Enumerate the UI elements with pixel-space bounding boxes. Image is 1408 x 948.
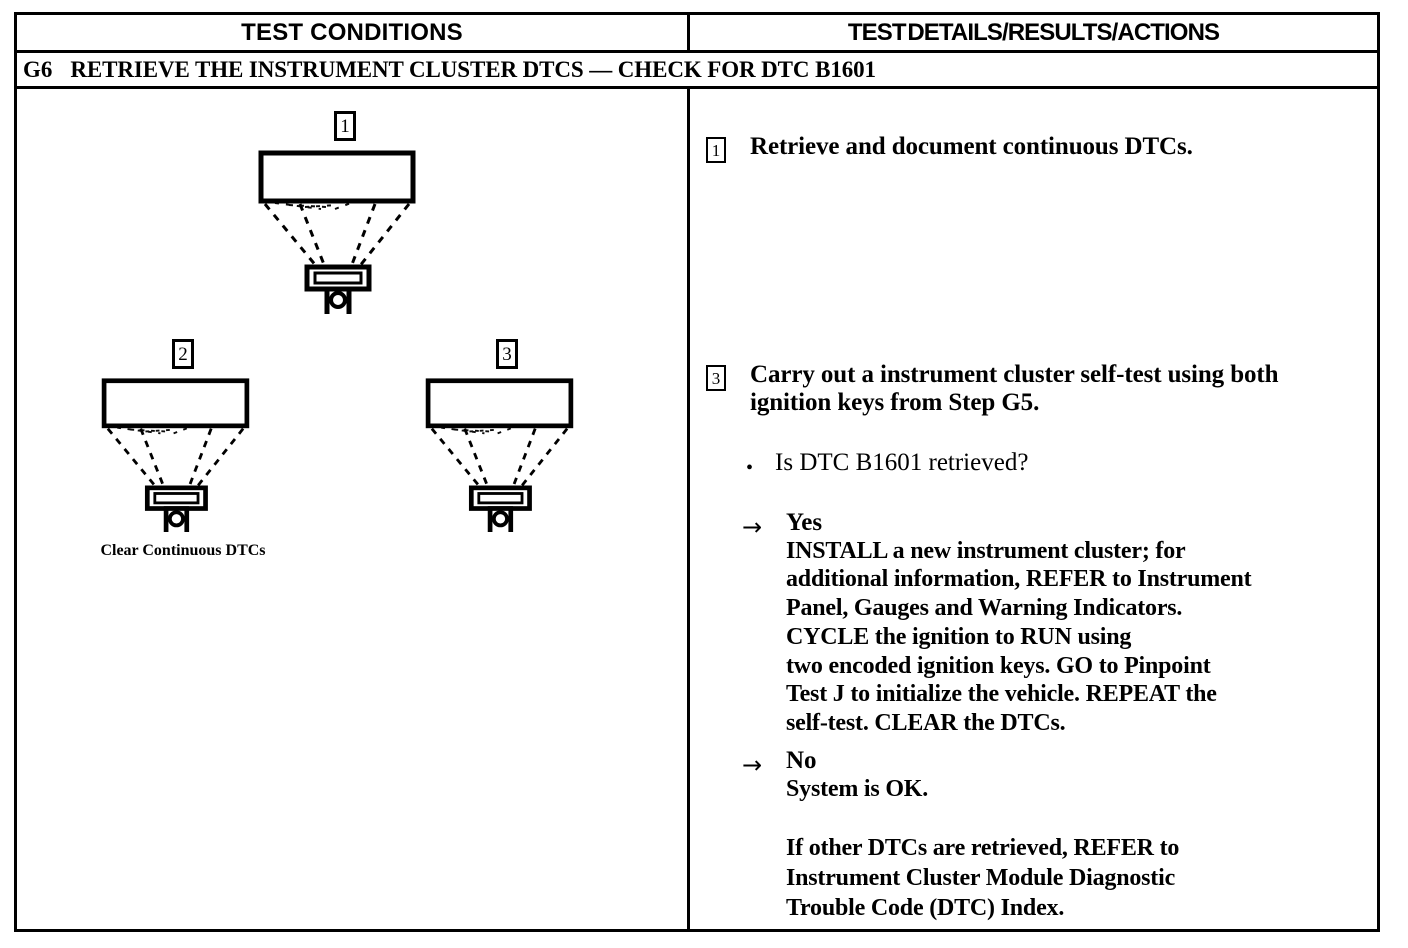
figure-1: 1 [245,111,445,314]
figure-2-graphic [101,378,250,532]
figure-3-graphic [425,378,574,532]
closing-note-line-1: If other DTCs are retrieved, REFER to [786,835,1180,861]
step-3-number: 3 [706,365,726,391]
column-header-test-conditions-label: TEST CONDITIONS [241,18,463,46]
answer-yes-block: → Yes INSTALL a new instrument cluster; … [742,509,1252,738]
question-bullet-row: • Is DTC B1601 retrieved? [746,449,1028,478]
answer-yes-line-6: Test J to initialize the vehicle. REPEAT… [786,681,1217,708]
step-1-text: Retrieve and document continuous DTCs. [750,133,1193,160]
test-conditions-cell: 1 [17,89,690,929]
answer-yes-line-2: additional information, REFER to Instrum… [786,566,1252,593]
answer-yes-label: Yes [786,509,823,536]
figure-2-number: 2 [172,339,194,369]
test-title-text: RETRIEVE THE INSTRUMENT CLUSTER DTCS — C… [70,56,876,82]
test-title-row: G6 RETRIEVE THE INSTRUMENT CLUSTER DTCS … [17,53,1377,89]
answer-no-label: No [786,747,817,774]
column-header-test-details-label: TEST DETAILS/RESULTS/ACTIONS [847,18,1220,46]
arrow-right-icon: → [742,513,763,541]
step-3-block: 3 Carry out a instrument cluster self-te… [706,361,1279,417]
arrow-right-icon-no: → [742,751,763,779]
answer-no-line-1: System is OK. [786,775,929,802]
figure-1-graphic [258,150,416,314]
closing-note-line-2: Instrument Cluster Module Diagnostic [786,865,1176,891]
step-3-text: Carry out a instrument cluster self-test… [750,361,1279,417]
answer-yes-line-5: two encoded ignition keys. GO to Pinpoin… [786,652,1211,679]
answer-no-block: → No System is OK. [742,747,928,803]
answer-no-body: No System is OK. [786,747,928,803]
figure-2-caption: Clear Continuous DTCs [100,542,266,559]
table-header-row: TEST CONDITIONS TEST DETAILS/RESULTS/ACT… [17,15,1377,53]
answer-yes-line-4: CYCLE the ignition to RUN using [786,623,1132,650]
step-1-block: 1 Retrieve and document continuous DTCs. [706,133,1193,163]
answer-yes-line-7: self-test. CLEAR the DTCs. [786,710,1066,737]
closing-note-line-3: Trouble Code (DTC) Index. [786,895,1065,921]
closing-note-block: If other DTCs are retrieved, REFER to In… [786,833,1179,923]
table-body-row: 1 [17,89,1377,929]
figure-2: 2 [83,339,283,560]
figure-3-number: 3 [496,339,518,369]
answer-yes-body: Yes INSTALL a new instrument cluster; fo… [786,509,1252,738]
test-details-cell: 1 Retrieve and document continuous DTCs.… [690,89,1377,929]
test-step-id: G6 [23,56,53,82]
answer-yes-line-3: Panel, Gauges and Warning Indicators. [786,595,1183,622]
question-text: Is DTC B1601 retrieved? [775,449,1029,476]
answer-yes-line-1: INSTALL a new instrument cluster; for [786,537,1186,564]
bullet-icon: • [746,457,754,479]
pinpoint-test-table: TEST CONDITIONS TEST DETAILS/RESULTS/ACT… [14,12,1380,932]
column-header-test-conditions: TEST CONDITIONS [17,15,690,50]
figure-1-number: 1 [334,111,356,141]
step-3-line-1: Carry out a instrument cluster self-test… [750,361,1279,388]
step-1-number: 1 [706,137,726,163]
column-header-test-details: TEST DETAILS/RESULTS/ACTIONS [690,15,1377,50]
step-3-line-2: ignition keys from Step G5. [750,389,1040,416]
figure-3: 3 [407,339,607,532]
